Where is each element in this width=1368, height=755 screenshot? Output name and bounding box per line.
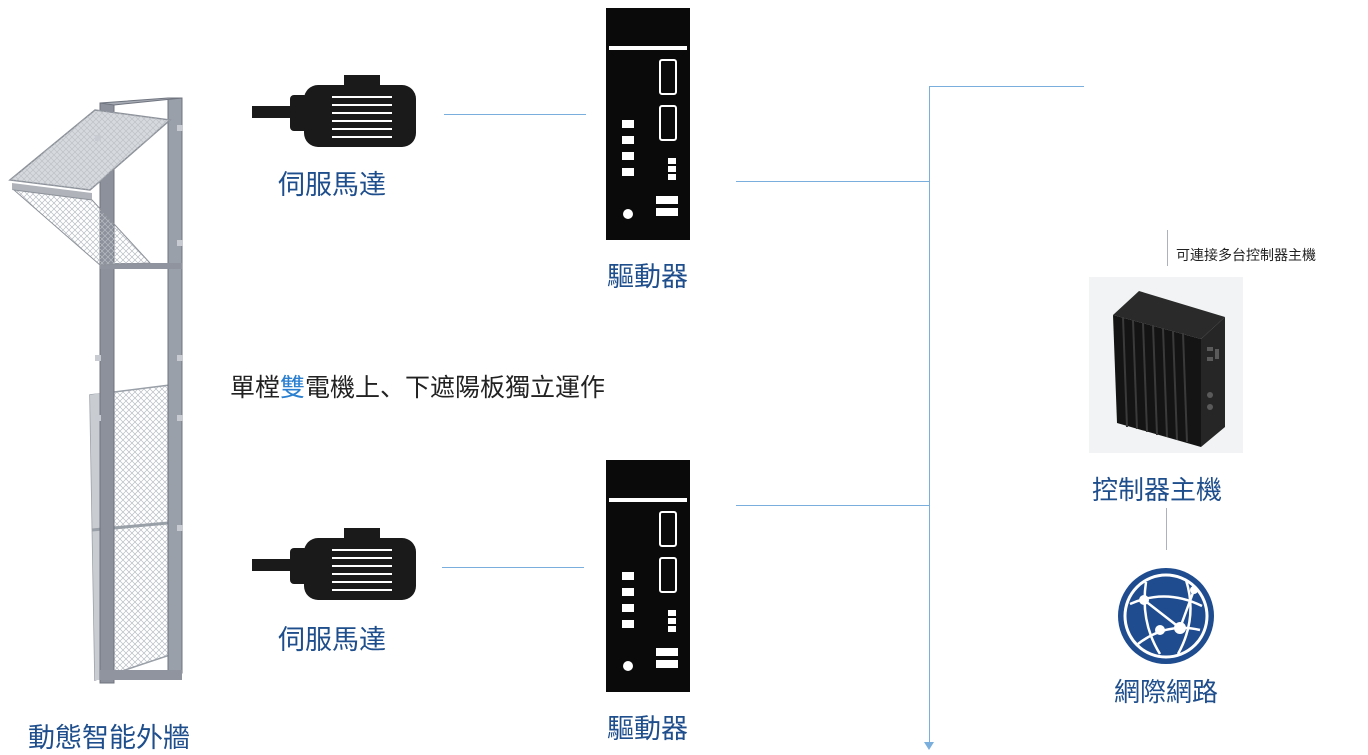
internet-label: 網際網路 — [1114, 678, 1219, 708]
servo-motor-icon — [252, 528, 424, 606]
bus-arrow-icon — [924, 742, 934, 750]
facade-illustration — [8, 97, 183, 684]
multi-controller-tick — [1167, 230, 1168, 266]
connector-bus-controller — [929, 86, 1084, 87]
facade-label: 動態智能外牆 — [28, 723, 190, 754]
connector-driver-bus-top — [736, 181, 929, 182]
servo-motor-icon — [252, 75, 424, 153]
description-part-1: 單樘 — [230, 373, 281, 402]
system-description: 單樘雙電機上、下遮陽板獨立運作 — [230, 368, 605, 404]
servo-motor-label-top: 伺服馬達 — [278, 170, 386, 201]
controller-host-icon — [1089, 277, 1243, 453]
multi-controller-note: 可連接多台控制器主機 — [1176, 248, 1316, 264]
connector-driver-bus-bottom — [736, 505, 929, 506]
internet-globe-icon — [1116, 566, 1216, 666]
facade-figure — [0, 95, 200, 690]
description-part-2: 電機上、下遮陽板獨立運作 — [305, 373, 606, 402]
servo-driver-icon — [606, 8, 690, 240]
driver-label-top: 驅動器 — [607, 262, 688, 293]
connector-motor-driver-bottom — [442, 567, 584, 568]
bus-vertical-line — [929, 86, 930, 746]
connector-motor-driver-top — [444, 114, 586, 115]
controller-host-label: 控制器主機 — [1092, 476, 1223, 506]
description-highlight: 雙 — [280, 373, 306, 402]
driver-label-bottom: 驅動器 — [607, 714, 688, 745]
servo-driver-icon — [606, 460, 690, 692]
servo-motor-label-bottom: 伺服馬達 — [278, 625, 386, 656]
connector-controller-network — [1166, 508, 1167, 550]
